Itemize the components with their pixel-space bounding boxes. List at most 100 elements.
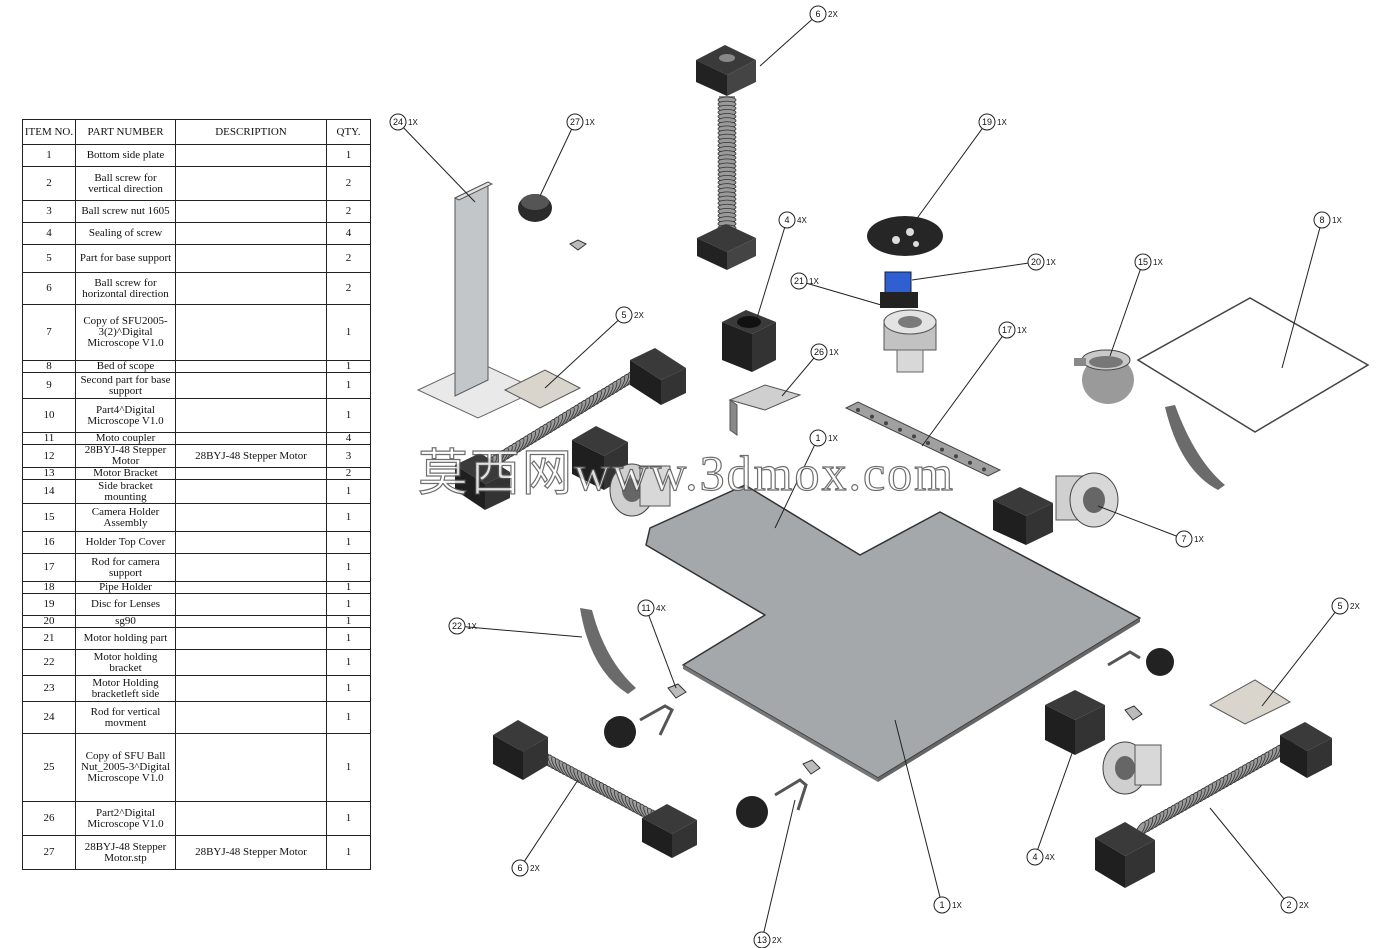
balloon-quantity: 4X bbox=[797, 216, 807, 225]
bom-cell-qty: 1 bbox=[326, 304, 371, 361]
rod-hole bbox=[954, 454, 958, 459]
balloon-quantity: 2X bbox=[1299, 901, 1309, 910]
bom-cell-qty: 1 bbox=[326, 360, 371, 373]
balloon-number: 1 bbox=[815, 433, 820, 443]
bom-cell-qty: 1 bbox=[326, 701, 371, 734]
bom-cell-desc bbox=[175, 479, 327, 504]
leader-line bbox=[464, 626, 583, 638]
part-ball-nut-left bbox=[609, 463, 671, 517]
leader-line bbox=[763, 799, 796, 933]
balloon-quantity: 1X bbox=[1332, 216, 1342, 225]
balloon-number: 1 bbox=[939, 900, 944, 910]
bom-cell-part: Ball screw for vertical direction bbox=[75, 166, 176, 201]
balloon-callout: 24 1X bbox=[389, 113, 476, 203]
leader-line bbox=[1209, 807, 1285, 900]
bom-cell-part: 28BYJ-48 Stepper Motor bbox=[75, 444, 176, 468]
balloon-quantity: 1X bbox=[809, 277, 819, 286]
bom-cell-qty: 1 bbox=[326, 398, 371, 433]
balloon-quantity: 1X bbox=[997, 118, 1007, 127]
bom-cell-qty: 2 bbox=[326, 200, 371, 223]
balloon-callout: 19 1X bbox=[909, 113, 1007, 229]
balloon-quantity: 2X bbox=[1350, 602, 1360, 611]
bom-cell-part: Rod for camera support bbox=[75, 553, 176, 582]
balloon-circle bbox=[1175, 530, 1193, 548]
balloon-circle bbox=[1313, 211, 1331, 229]
rod-hole bbox=[926, 441, 930, 445]
part-rod-camera-support bbox=[844, 401, 1002, 477]
balloon-circle bbox=[389, 113, 407, 131]
part-rod-vertical bbox=[416, 181, 540, 419]
balloon-quantity: 1X bbox=[408, 118, 418, 127]
rod-hole bbox=[898, 427, 902, 432]
balloon-callout: 6 2X bbox=[759, 5, 838, 67]
part-camera-holder bbox=[1074, 349, 1134, 404]
bom-cell-qty: 1 bbox=[326, 649, 371, 676]
rod-hole bbox=[870, 414, 874, 419]
bom-cell-qty: 1 bbox=[326, 801, 371, 836]
leader-line bbox=[911, 262, 1029, 281]
balloon-circle bbox=[998, 321, 1016, 339]
bom-cell-item: 12 bbox=[22, 444, 76, 468]
part-ball-nut-7 bbox=[1055, 472, 1119, 528]
balloon-number: 6 bbox=[815, 9, 820, 19]
balloon-circle bbox=[753, 931, 771, 948]
balloon-circle bbox=[1027, 253, 1045, 271]
balloon-quantity: 4X bbox=[656, 604, 666, 613]
leader-line bbox=[648, 615, 677, 689]
balloon-quantity: 2X bbox=[530, 864, 540, 873]
balloon-circle bbox=[448, 617, 466, 635]
leader-line bbox=[909, 128, 983, 229]
balloon-number: 24 bbox=[393, 117, 403, 127]
rod-hole bbox=[982, 467, 986, 472]
bom-cell-part: Copy of SFU Ball Nut_2005-3^Digital Micr… bbox=[75, 733, 176, 802]
leader-line bbox=[1281, 227, 1321, 369]
balloon-number: 19 bbox=[982, 117, 992, 127]
part-bed-of-scope bbox=[1136, 297, 1370, 433]
balloon-quantity: 1X bbox=[1017, 326, 1027, 335]
leader-line bbox=[1037, 744, 1076, 850]
balloon-number: 5 bbox=[621, 310, 626, 320]
bom-cell-qty: 1 bbox=[326, 372, 371, 399]
balloon-quantity: 1X bbox=[829, 348, 839, 357]
bom-cell-item: 7 bbox=[22, 304, 76, 361]
part-bottom-side-plate bbox=[645, 484, 1141, 782]
balloon-number: 15 bbox=[1138, 257, 1148, 267]
bom-cell-desc bbox=[175, 503, 327, 532]
balloon-number: 8 bbox=[1319, 215, 1324, 225]
bom-cell-part: Second part for base support bbox=[75, 372, 176, 399]
balloon-quantity: 2X bbox=[828, 10, 838, 19]
balloon-circle bbox=[810, 343, 828, 361]
balloon-number: 22 bbox=[452, 621, 462, 631]
part-ball-screw-horizontal-lower-left bbox=[493, 720, 697, 858]
bom-cell-desc bbox=[175, 801, 327, 836]
balloon-quantity: 4X bbox=[1045, 853, 1055, 862]
balloon-number: 26 bbox=[814, 347, 824, 357]
part-ball-screw-vertical-lower-right bbox=[1095, 722, 1332, 888]
rod-hole bbox=[856, 408, 860, 412]
leader-line bbox=[1097, 505, 1177, 537]
bom-cell-desc: 28BYJ-48 Stepper Motor bbox=[175, 835, 327, 870]
